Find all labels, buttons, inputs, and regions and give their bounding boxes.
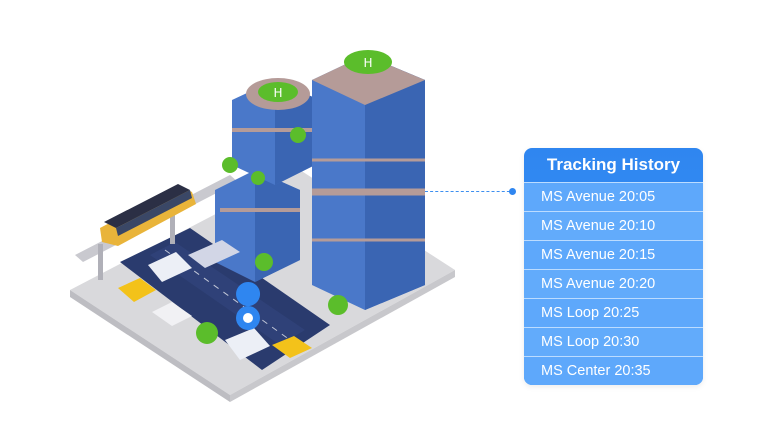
tracking-history-title: Tracking History [546,155,681,174]
tracking-entry: MS Loop 20:25 [524,298,703,327]
tracking-entry: MS Avenue 20:10 [524,211,703,240]
shuttle [148,252,270,360]
tracking-history-list: MS Avenue 20:05 MS Avenue 20:10 MS Avenu… [524,182,703,385]
tracking-entry: MS Avenue 20:15 [524,240,703,269]
tracking-entry: MS Loop 20:30 [524,327,703,356]
bus-shelter [188,240,240,268]
tracking-entry: MS Avenue 20:20 [524,269,703,298]
tracking-entry: MS Avenue 20:05 [524,182,703,211]
right-tower: H [312,50,425,310]
tracking-entry: MS Center 20:35 [524,356,703,385]
helipad-icon: H [363,56,372,70]
left-tower: H [215,78,315,282]
helipad-icon: H [273,86,282,100]
tracking-history-panel: Tracking History MS Avenue 20:05 MS Aven… [524,148,703,385]
connector-line [425,191,515,192]
train [100,184,196,246]
car-white [152,302,192,326]
location-pin-icon [236,282,261,332]
trees [196,127,348,344]
taxi [118,278,312,358]
connector-dot [509,188,516,195]
